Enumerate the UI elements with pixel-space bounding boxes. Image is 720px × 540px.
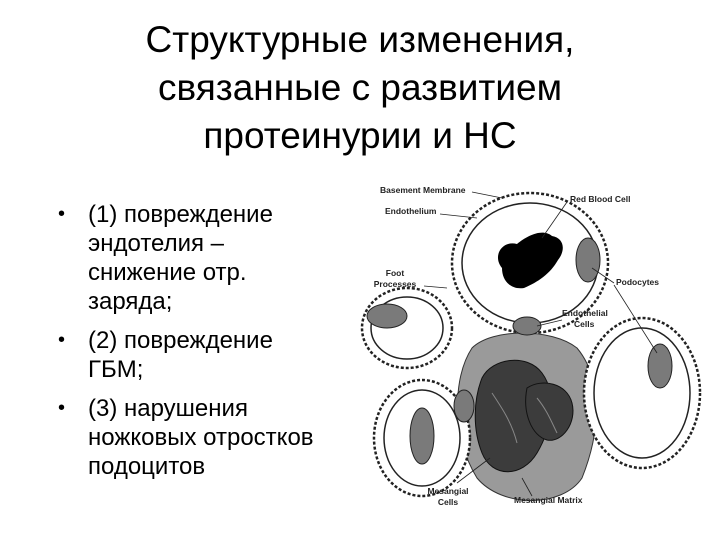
label-mesangial-cells-1: Mesangial xyxy=(427,486,468,496)
label-mesangial-cells-2: Cells xyxy=(438,497,459,507)
label-endothelium: Endothelium xyxy=(385,206,437,216)
bullet-item: • (1) повреждение эндотелия – снижение о… xyxy=(58,200,358,316)
podocyte-cell xyxy=(575,237,601,283)
bullet-text: (2) повреждение ГБМ; xyxy=(88,327,273,383)
label-foot-processes-1: Foot xyxy=(386,268,405,278)
title-line-2: связанные с развитием xyxy=(157,67,563,108)
podocyte-cell xyxy=(366,303,408,329)
label-endothelial-cells-1: Endothelial xyxy=(562,308,608,318)
endothelial-cell xyxy=(453,389,475,423)
endothelium-bottom-left xyxy=(383,389,461,487)
label-basement-membrane: Basement Membrane xyxy=(380,185,466,195)
label-mesangial-matrix: Mesangial Matrix xyxy=(514,495,583,505)
red-blood-cell xyxy=(497,232,563,289)
title-line-3: протеинурии и НС xyxy=(203,115,517,156)
endothelium-right xyxy=(593,327,691,459)
label-podocytes: Podocytes xyxy=(616,277,659,287)
label-red-blood-cell: Red Blood Cell xyxy=(570,194,630,204)
slide-title: Структурные изменения, связанные с разви… xyxy=(40,16,680,160)
bullet-marker: • xyxy=(58,329,66,351)
mesangial-cell xyxy=(525,382,574,441)
podocyte-cell xyxy=(409,407,435,465)
bullet-text: (3) нарушения ножковых отростков подоцит… xyxy=(88,395,314,480)
bullet-item: • (3) нарушения ножковых отростков подоц… xyxy=(58,394,358,481)
bullet-marker: • xyxy=(58,203,66,225)
podocyte-cell xyxy=(647,343,673,389)
bullet-item: • (2) повреждение ГБМ; xyxy=(58,326,358,384)
label-endothelial-cells-2: Cells xyxy=(574,319,595,329)
bullet-list: • (1) повреждение эндотелия – снижение о… xyxy=(58,200,358,491)
endothelium-left xyxy=(370,296,444,360)
glomerular-capillary-diagram: Basement Membrane Endothelium Red Blood … xyxy=(360,185,702,507)
capillary-loop-left xyxy=(360,286,454,370)
title-line-1: Структурные изменения, xyxy=(145,19,575,60)
bullet-marker: • xyxy=(58,397,66,419)
label-foot-processes-2: Processes xyxy=(374,279,417,289)
endothelial-cell xyxy=(512,316,542,336)
capillary-loop-right xyxy=(582,316,702,470)
bullet-text: (1) повреждение эндотелия – снижение отр… xyxy=(88,201,273,315)
